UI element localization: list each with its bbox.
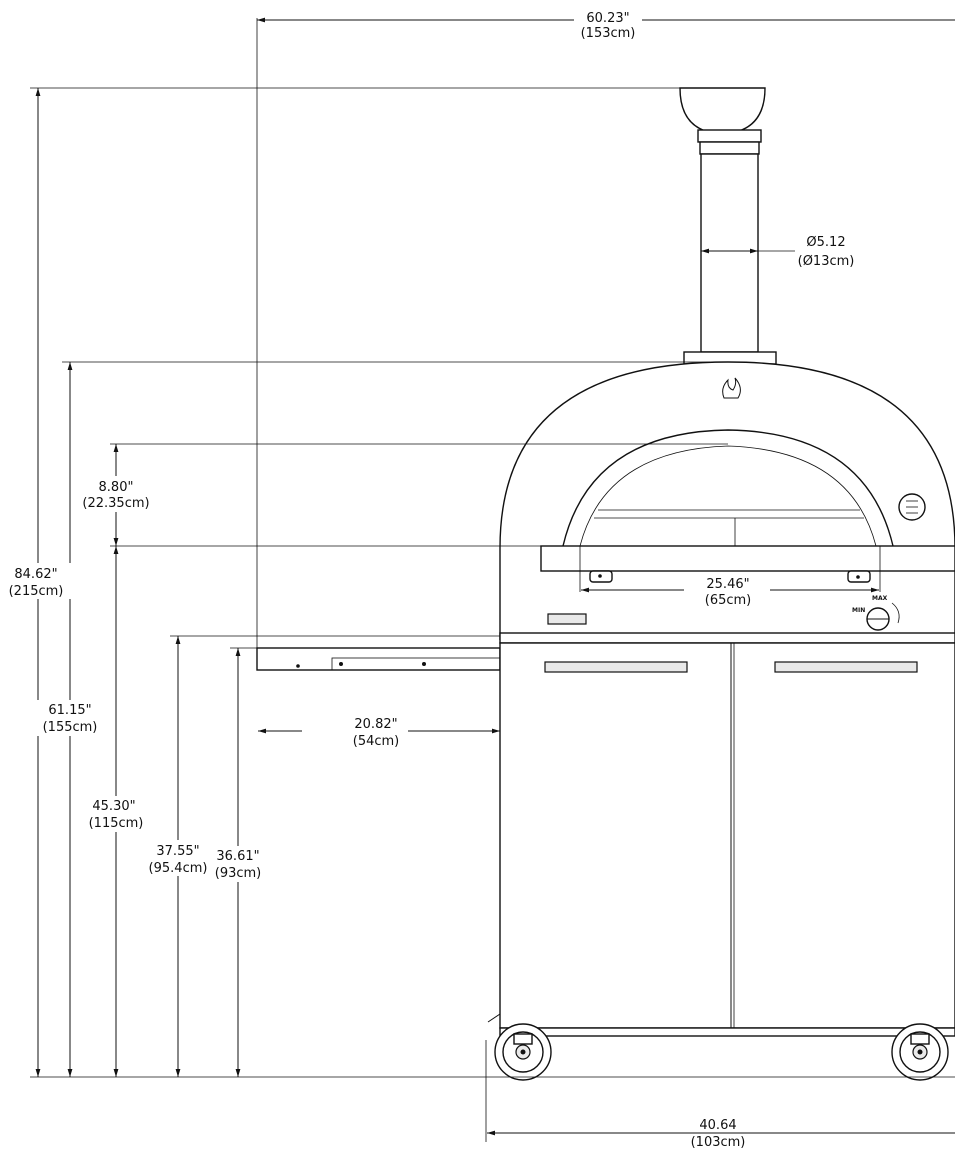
right-wheel — [891, 1023, 949, 1081]
label-mouth-width-metric: (65cm) — [705, 593, 752, 608]
label-total-height-metric: (215cm) — [9, 584, 64, 599]
chimney-pipe — [700, 153, 759, 353]
label-overall-width: 60.23" — [586, 11, 629, 26]
cart-cabinet — [499, 642, 955, 1029]
label-mouth-height-metric: (22.35cm) — [82, 496, 149, 511]
knob-min-label: MIN — [852, 607, 865, 614]
right-door-handle — [774, 661, 918, 673]
dimension-labels: 60.23" (153cm) Ø5.12 (Ø13cm) 8.80" (22.3… — [2, 8, 854, 1150]
left-wheel — [494, 1023, 552, 1081]
chimney-collar — [697, 129, 762, 143]
label-cabinet-top-height: 37.55" — [156, 844, 199, 859]
cart-bottom-rail — [499, 1027, 955, 1037]
chimney-cap — [679, 87, 766, 135]
oven-door-arch-outer — [562, 429, 894, 547]
label-total-height: 84.62" — [14, 567, 57, 582]
label-mouth-width: 25.46" — [706, 577, 749, 592]
label-shelf-depth: 20.82" — [354, 717, 397, 732]
oven-outline: MAX MIN — [256, 87, 955, 1081]
extension-lines — [30, 18, 955, 1142]
label-chimney-diameter-metric: (Ø13cm) — [798, 254, 855, 269]
oven-door-arch-inner — [579, 445, 877, 547]
left-door-handle — [544, 661, 688, 673]
label-oven-floor-height: 45.30" — [92, 799, 135, 814]
oven-mouth-ledge — [540, 545, 955, 572]
label-cabinet-top-height-metric: (95.4cm) — [149, 861, 208, 876]
label-dome-height-metric: (155cm) — [43, 720, 98, 735]
label-dome-height: 61.15" — [48, 703, 91, 718]
label-overall-width-metric: (153cm) — [581, 26, 636, 41]
label-chimney-diameter: Ø5.12 — [806, 235, 845, 250]
chimney-collar-band — [699, 141, 760, 155]
label-cabinet-width: 40.64 — [699, 1118, 736, 1133]
label-shelf-height: 36.61" — [216, 849, 259, 864]
flame-icon — [722, 377, 741, 399]
label-shelf-height-metric: (93cm) — [215, 866, 262, 881]
side-shelf — [256, 647, 501, 671]
label-cabinet-width-metric: (103cm) — [691, 1135, 746, 1150]
cart-countertop — [499, 632, 955, 644]
knob-max-label: MAX — [872, 595, 888, 602]
label-oven-floor-height-metric: (115cm) — [89, 816, 144, 831]
brand-plate — [547, 613, 587, 625]
label-shelf-depth-metric: (54cm) — [353, 734, 400, 749]
label-mouth-height: 8.80" — [99, 480, 134, 495]
